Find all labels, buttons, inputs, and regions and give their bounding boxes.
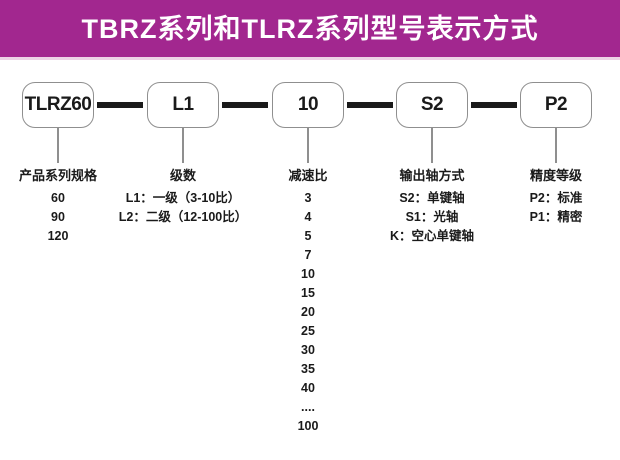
model-code-box-output-shaft: S2	[396, 82, 468, 128]
option-item: ....	[301, 400, 315, 414]
drop-line	[431, 128, 433, 163]
model-code-diagram: TLRZ60 产品系列规格 60 90 120 L1 级数 L1：一级（3-10比）…	[0, 60, 620, 457]
model-code-box-series: TLRZ60	[22, 82, 94, 128]
option-item: 30	[301, 343, 315, 357]
model-code-box-precision: P2	[520, 82, 592, 128]
column-heading: 产品系列规格	[18, 168, 97, 183]
option-item: S2：单键轴	[399, 191, 465, 205]
column-options: 60 90 120	[0, 189, 143, 246]
model-code-text: S2	[420, 94, 444, 115]
column-stages: L1 级数 L1：一级（3-10比） L2：二级（12-100比）	[98, 60, 268, 227]
column-options: 3 4 5 7 10 15 20 25 30 35 40.... 100	[223, 189, 393, 436]
option-item: 40	[301, 381, 315, 395]
model-code-text: P2	[544, 94, 568, 115]
option-item: 10	[301, 267, 315, 281]
option-item: S1：光轴	[405, 210, 459, 224]
model-code-text: TLRZ60	[24, 94, 92, 115]
page-title: TBRZ系列和TLRZ系列型号表示方式	[81, 14, 539, 44]
option-item: P2：标准	[529, 191, 583, 205]
column-precision: P2 精度等级 P2：标准 P1：精密	[471, 60, 620, 227]
column-series: TLRZ60 产品系列规格 60 90 120	[0, 60, 143, 246]
column-options: L1：一级（3-10比） L2：二级（12-100比）	[98, 189, 268, 227]
option-item: 25	[301, 324, 315, 338]
column-output-shaft: S2 输出轴方式 S2：单键轴 S1：光轴 K：空心单键轴	[347, 60, 517, 246]
option-item: L1：一级（3-10比）	[125, 191, 241, 205]
column-options: P2：标准 P1：精密	[471, 189, 620, 227]
title-bar: TBRZ系列和TLRZ系列型号表示方式	[0, 0, 620, 60]
column-heading: 级数	[169, 168, 196, 183]
option-item: 20	[301, 305, 315, 319]
drop-line	[57, 128, 59, 163]
column-heading: 输出轴方式	[399, 168, 465, 183]
option-item: 4	[304, 210, 312, 224]
option-item: 60	[51, 191, 65, 205]
drop-line	[307, 128, 309, 163]
model-code-text: L1	[172, 94, 194, 115]
option-item: L2：二级（12-100比）	[118, 210, 248, 224]
column-options: S2：单键轴 S1：光轴 K：空心单键轴	[347, 189, 517, 246]
connector-line-3	[347, 102, 393, 108]
option-item: 100	[297, 419, 319, 433]
model-code-box-stages: L1	[147, 82, 219, 128]
connector-line-4	[471, 102, 517, 108]
option-item: 7	[304, 248, 312, 262]
column-heading: 减速比	[288, 168, 328, 183]
connector-line-2	[222, 102, 268, 108]
option-item: 15	[301, 286, 315, 300]
option-item: K：空心单键轴	[389, 229, 475, 243]
column-ratio: 10 减速比 3 4 5 7 10 15 20 25 30 35 40.... 100	[223, 60, 393, 436]
model-code-box-ratio: 10	[272, 82, 344, 128]
option-item: 90	[51, 210, 65, 224]
option-item: 120	[47, 229, 69, 243]
connector-line-1	[97, 102, 143, 108]
drop-line	[555, 128, 557, 163]
model-code-text: 10	[297, 94, 319, 115]
option-item: 5	[304, 229, 312, 243]
option-item: 35	[301, 362, 315, 376]
column-heading: 精度等级	[529, 168, 582, 183]
option-item: P1：精密	[529, 210, 583, 224]
option-item: 3	[304, 191, 312, 205]
drop-line	[182, 128, 184, 163]
